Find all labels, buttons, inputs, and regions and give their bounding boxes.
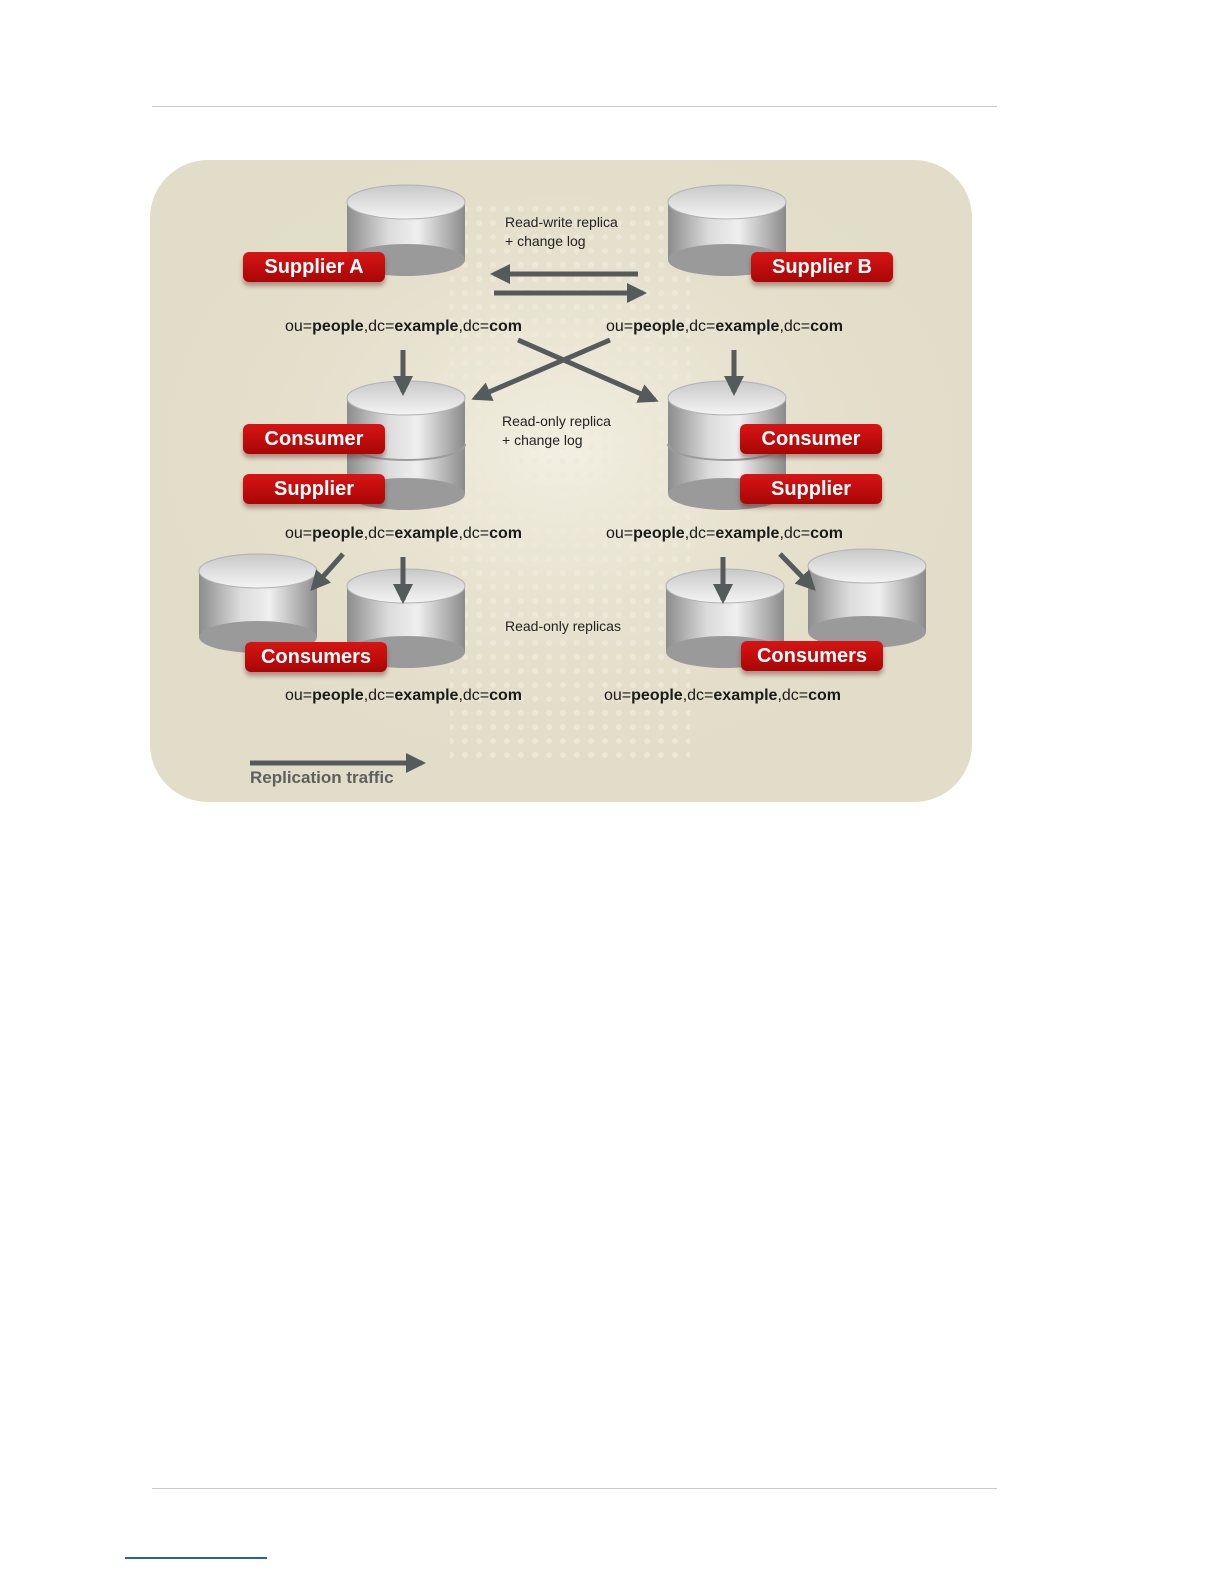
- dn-hub-right: ou=people,dc=example,dc=com: [606, 525, 844, 542]
- legend-label: Replication traffic: [250, 768, 394, 787]
- label-supplier-a: Supplier A: [243, 252, 385, 282]
- arrow-hub-right-to-consumer-4: [778, 552, 816, 591]
- note-read-write-line2: + change log: [505, 233, 586, 249]
- label-consumers-left: Consumers: [245, 642, 387, 672]
- footer-divider: [152, 1488, 997, 1489]
- label-consumers-right: Consumers: [741, 641, 883, 671]
- dn-consumers-left: ou=people,dc=example,dc=com: [285, 687, 523, 704]
- note-read-write: Read-write replica + change log: [505, 213, 618, 251]
- dn-hub-left: ou=people,dc=example,dc=com: [285, 525, 523, 542]
- dn-supplier-a: ou=people,dc=example,dc=com: [285, 318, 523, 335]
- dn-supplier-b: ou=people,dc=example,dc=com: [606, 318, 844, 335]
- footer-link-underline[interactable]: [125, 1557, 267, 1559]
- note-read-only-replicas: Read-only replicas: [505, 618, 621, 634]
- note-read-only-line1: Read-only replica: [502, 413, 611, 429]
- replication-diagram: Supplier A Supplier B Consumer Supplier …: [150, 160, 972, 802]
- label-supplier-left: Supplier: [243, 474, 385, 504]
- dn-consumers-right: ou=people,dc=example,dc=com: [604, 687, 842, 704]
- note-read-write-line1: Read-write replica: [505, 214, 618, 230]
- header-divider: [152, 106, 997, 107]
- arrow-b-to-hub-left: [471, 337, 611, 401]
- note-read-only: Read-only replica + change log: [502, 412, 611, 450]
- note-read-only-line2: + change log: [502, 432, 583, 448]
- label-supplier-right: Supplier: [740, 474, 882, 504]
- disk-consumer-4: [807, 548, 927, 648]
- label-consumer-right: Consumer: [740, 424, 882, 454]
- arrow-hub-left-to-consumer-1: [310, 552, 345, 591]
- disk-consumer-1: [198, 553, 318, 653]
- arrow-a-to-hub-right: [516, 337, 659, 403]
- label-consumer-left: Consumer: [243, 424, 385, 454]
- label-supplier-b: Supplier B: [751, 252, 893, 282]
